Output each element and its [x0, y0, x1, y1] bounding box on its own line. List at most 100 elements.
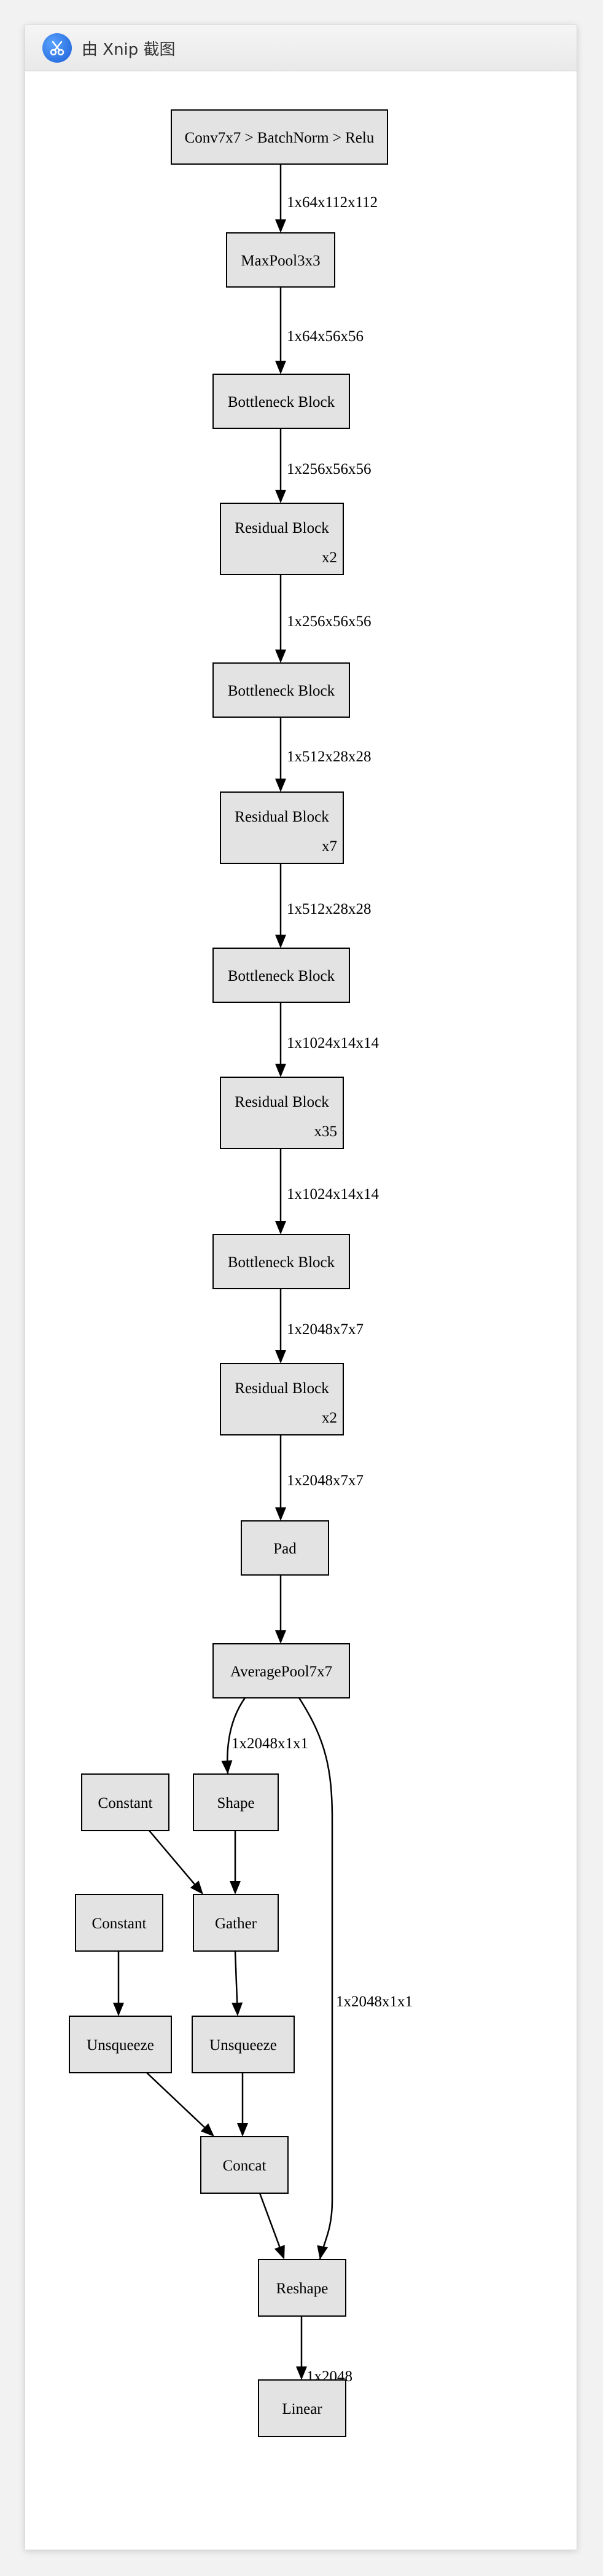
node-shape[interactable]: Shape [193, 1773, 279, 1831]
node-box [258, 2379, 346, 2437]
node-unsqueeze1[interactable]: Unsqueeze [69, 2016, 172, 2073]
edge-label-residual1-bottleneck2: 1x256x56x56 [287, 613, 372, 630]
edge-unsqueeze2-concat [237, 2073, 248, 2137]
node-box [212, 1643, 350, 1698]
edge-label-bottleneck2-residual2: 1x512x28x28 [287, 748, 372, 765]
edge-concat-reshape [259, 2193, 285, 2260]
node-box [193, 1894, 279, 1952]
node-concat[interactable]: Concat [200, 2136, 289, 2194]
scissors-icon[interactable] [42, 33, 72, 63]
node-gather[interactable]: Gather [193, 1894, 279, 1952]
edge-label-residual2-bottleneck3: 1x512x28x28 [287, 901, 372, 917]
edge-pad-avgpool [275, 1575, 286, 1644]
edge-shape-gather-arrowhead [230, 1881, 241, 1895]
edge-bottleneck2-residual2-arrowhead [275, 779, 286, 792]
node-linear[interactable]: Linear [258, 2379, 346, 2437]
edge-residual1-bottleneck2-arrowhead [275, 650, 286, 663]
edge-label-bottleneck3-residual3: 1x1024x14x14 [287, 1035, 379, 1051]
node-unsqueeze2[interactable]: Unsqueeze [192, 2016, 295, 2073]
node-pad[interactable]: Pad [241, 1520, 329, 1576]
node-label: Concat [223, 2158, 266, 2174]
edge-label-residual3-bottleneck4: 1x1024x14x14 [287, 1186, 379, 1203]
edge-residual3-bottleneck4: 1x1024x14x14 [275, 1149, 379, 1235]
node-bottleneck3[interactable]: Bottleneck Block [212, 948, 350, 1003]
edge-bottleneck2-residual2: 1x512x28x28 [275, 717, 372, 792]
title-bar: 由 Xnip 截图 [25, 25, 577, 71]
node-repeat-count: x2 [322, 1410, 337, 1426]
edge-reshape-linear: 1x2048 [296, 2316, 352, 2385]
edge-maxpool-bottleneck1: 1x64x56x56 [275, 287, 364, 374]
node-label: Pad [273, 1541, 297, 1557]
edge-label-avgpool-reshape: 1x2048x1x1 [336, 1993, 413, 2010]
node-bottleneck4[interactable]: Bottleneck Block [212, 1234, 350, 1289]
node-residual2[interactable]: Residual Block x7 [220, 791, 344, 864]
edge-residual2-bottleneck3-arrowhead [275, 935, 286, 948]
node-avgpool[interactable]: AveragePool7x7 [212, 1643, 350, 1698]
edge-conv-maxpool-arrowhead [275, 219, 286, 233]
edge-curve [298, 1697, 333, 2260]
node-constant1[interactable]: Constant [81, 1773, 169, 1831]
node-repeat-count: x2 [322, 549, 337, 566]
node-label: Residual Block [235, 809, 329, 825]
edge-label-avgpool-shape: 1x2048x1x1 [231, 1735, 308, 1752]
node-bottleneck2[interactable]: Bottleneck Block [212, 662, 350, 718]
node-label: Bottleneck Block [228, 1254, 335, 1271]
node-box [220, 791, 344, 864]
node-box [212, 374, 350, 429]
node-box [241, 1520, 329, 1576]
nodes-layer: Conv7x7 > BatchNorm > ReluMaxPool3x3Bott… [69, 109, 388, 2437]
edge-unsqueeze1-concat [146, 2072, 214, 2137]
node-residual4[interactable]: Residual Block x2 [220, 1363, 344, 1435]
node-label: Constant [98, 1795, 153, 1812]
node-conv[interactable]: Conv7x7 > BatchNorm > Relu [171, 109, 388, 165]
node-maxpool[interactable]: MaxPool3x3 [226, 232, 335, 288]
edge-constant2-unsqueeze1-arrowhead [113, 2003, 124, 2016]
node-box [75, 1894, 163, 1952]
node-bottleneck1[interactable]: Bottleneck Block [212, 374, 350, 429]
node-label: Unsqueeze [209, 2037, 277, 2054]
node-box [258, 2259, 346, 2317]
node-label: Constant [92, 1915, 147, 1932]
edge-reshape-linear-arrowhead [296, 2366, 307, 2380]
edge-label-maxpool-bottleneck1: 1x64x56x56 [287, 328, 364, 345]
edge-avgpool-reshape: 1x2048x1x1 [298, 1697, 413, 2260]
node-repeat-count: x7 [322, 838, 337, 855]
node-label: Bottleneck Block [228, 968, 335, 984]
node-box [193, 1773, 279, 1831]
node-label: Residual Block [235, 1380, 329, 1397]
edge-label-bottleneck4-residual4: 1x2048x7x7 [287, 1321, 364, 1338]
node-box [192, 2016, 295, 2073]
node-residual1[interactable]: Residual Block x2 [220, 503, 344, 575]
edge-bottleneck1-residual1-arrowhead [275, 490, 286, 503]
edge-residual2-bottleneck3: 1x512x28x28 [275, 863, 372, 948]
edge-line [146, 2072, 205, 2128]
node-label: Gather [215, 1915, 257, 1932]
edge-avgpool-shape: 1x2048x1x1 [221, 1697, 308, 1775]
node-box [220, 1077, 344, 1149]
edge-bottleneck4-residual4-arrowhead [275, 1350, 286, 1364]
node-label: Residual Block [235, 1094, 329, 1110]
node-box [226, 232, 335, 288]
edge-residual4-pad: 1x2048x7x7 [275, 1435, 364, 1521]
node-constant2[interactable]: Constant [75, 1894, 163, 1952]
node-label: AveragePool7x7 [230, 1663, 332, 1680]
edge-bottleneck3-residual3-arrowhead [275, 1064, 286, 1077]
edge-residual4-pad-arrowhead [275, 1507, 286, 1521]
edge-avgpool-shape-arrowhead [221, 1760, 233, 1774]
node-repeat-count: x35 [314, 1123, 338, 1140]
edge-concat-reshape-arrowhead [274, 2245, 285, 2260]
edge-line [149, 1830, 195, 1885]
edge-label-conv-maxpool: 1x64x112x112 [287, 194, 378, 211]
node-label: Conv7x7 > BatchNorm > Relu [185, 130, 375, 146]
node-reshape[interactable]: Reshape [258, 2259, 346, 2317]
node-box [81, 1773, 169, 1831]
edge-residual3-bottleneck4-arrowhead [275, 1221, 286, 1235]
edge-unsqueeze2-concat-arrowhead [237, 2123, 248, 2137]
window-title: 由 Xnip 截图 [82, 40, 176, 59]
node-box [212, 662, 350, 718]
node-box [220, 503, 344, 575]
node-residual3[interactable]: Residual Block x35 [220, 1077, 344, 1149]
node-label: Residual Block [235, 520, 329, 536]
edge-maxpool-bottleneck1-arrowhead [275, 361, 286, 374]
edge-constant2-unsqueeze1 [113, 1951, 124, 2016]
